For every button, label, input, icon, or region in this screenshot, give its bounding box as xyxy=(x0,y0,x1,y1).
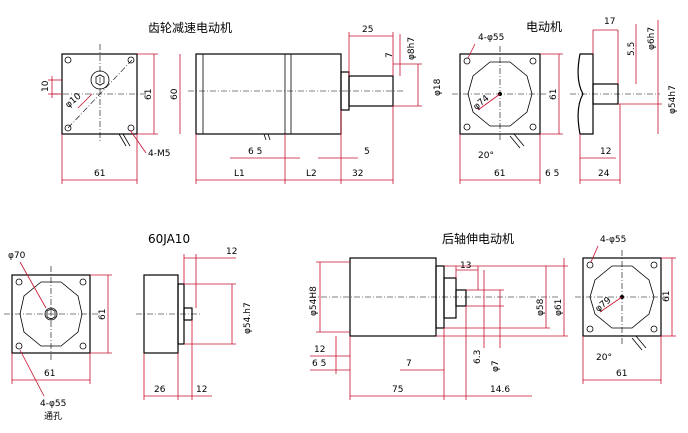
dim-m-12: 12 xyxy=(600,147,611,157)
dim-r-75: 75 xyxy=(392,385,403,395)
dim-j-12: 12 xyxy=(226,247,237,257)
motor-front-view: 4-φ55 φ74 61 20° 61 xyxy=(452,33,563,184)
gear-side-view: L1 L2 32 6 5 5 25 7 φ8h7 φ18 xyxy=(188,25,443,184)
title-rear-shaft-motor: 后轴伸电动机 xyxy=(442,231,514,246)
dim-g-phi8h7: φ8h7 xyxy=(407,37,417,60)
dim-r-20: 20° xyxy=(596,353,612,363)
title-motor: 电动机 xyxy=(526,20,562,34)
dim-j-61h: 61 xyxy=(44,369,55,379)
dim-g-65: 6 5 xyxy=(248,147,262,157)
dim-g-7: 7 xyxy=(385,52,395,58)
dim-m-17: 17 xyxy=(604,17,615,27)
dim-m-phi6h7: φ6h7 xyxy=(647,27,657,50)
ja10-front-view: φ70 61 61 4-φ55 通孔 xyxy=(4,251,112,422)
dim-m-20: 20° xyxy=(478,151,494,161)
dim-r-phi61: φ61 xyxy=(554,299,564,316)
dim-r-4phi55: 4-φ55 xyxy=(600,235,626,245)
dim-m-phi74: φ74 xyxy=(472,93,492,112)
dim-g-25: 25 xyxy=(362,25,373,35)
dim-j-26: 26 xyxy=(154,385,166,395)
gear-front-view: 10 φ10 61 60 4-M5 61 xyxy=(41,44,181,184)
dim-r-61h: 61 xyxy=(616,369,627,379)
dim-r-7: 7 xyxy=(406,359,412,369)
rear-side-view: φ54H8 13 φ58 φ61 12 6 5 7 6.3 φ7 75 14.6 xyxy=(309,257,568,400)
dim-r-61v: 61 xyxy=(662,291,672,302)
dim-g-l1: L1 xyxy=(234,169,245,179)
ja10-side-view: 12 φ54.h7 26 12 xyxy=(136,247,253,400)
dim-g-10: 10 xyxy=(41,80,51,92)
dim-m-phi54h7: φ54h7 xyxy=(668,85,678,114)
dim-g-60v: 60 xyxy=(170,88,180,100)
motor-side-view: 17 5.5 φ6h7 φ54h7 12 6 5 24 xyxy=(545,17,678,184)
dim-j-12b: 12 xyxy=(196,385,207,395)
dim-r-phi79: φ79 xyxy=(594,295,614,314)
dim-m-24: 24 xyxy=(598,169,610,179)
dim-j-4phi55: 4-φ55 xyxy=(40,399,66,409)
dim-g-5: 5 xyxy=(364,147,370,157)
dim-r-phi7: φ7 xyxy=(491,360,501,372)
dim-m-4phi55: 4-φ55 xyxy=(478,33,504,43)
dim-m-61h: 61 xyxy=(494,169,505,179)
dim-g-32: 32 xyxy=(352,169,363,179)
rear-front-view: 4-φ55 φ79 61 20° 61 xyxy=(575,235,676,384)
dim-j-phi54: φ54.h7 xyxy=(243,302,253,334)
title-model: 60JA10 xyxy=(148,232,190,246)
dim-j-61v: 61 xyxy=(98,309,108,320)
dim-r-13: 13 xyxy=(460,261,471,271)
dim-g-61v: 61 xyxy=(144,89,154,100)
dim-r-phi54h8: φ54H8 xyxy=(309,286,319,316)
dim-r-146: 14.6 xyxy=(490,385,510,395)
dim-m-55: 5.5 xyxy=(627,42,637,56)
dim-g-61h: 61 xyxy=(94,169,105,179)
dim-m-61v: 61 xyxy=(549,89,559,100)
dim-r-65: 6 5 xyxy=(312,359,326,369)
dim-r-63: 6.3 xyxy=(473,350,483,364)
title-gear-motor: 齿轮减速电动机 xyxy=(148,21,232,35)
dim-m-65: 6 5 xyxy=(545,169,559,179)
dim-g-l2: L2 xyxy=(306,169,317,179)
dim-j-phi70: φ70 xyxy=(8,251,26,261)
dim-r-12: 12 xyxy=(314,345,325,355)
dim-r-phi58: φ58 xyxy=(536,298,546,316)
dim-g-4m5: 4-M5 xyxy=(148,149,170,159)
dim-j-note: 通孔 xyxy=(44,411,62,422)
dim-g-phi18: φ18 xyxy=(433,78,443,96)
